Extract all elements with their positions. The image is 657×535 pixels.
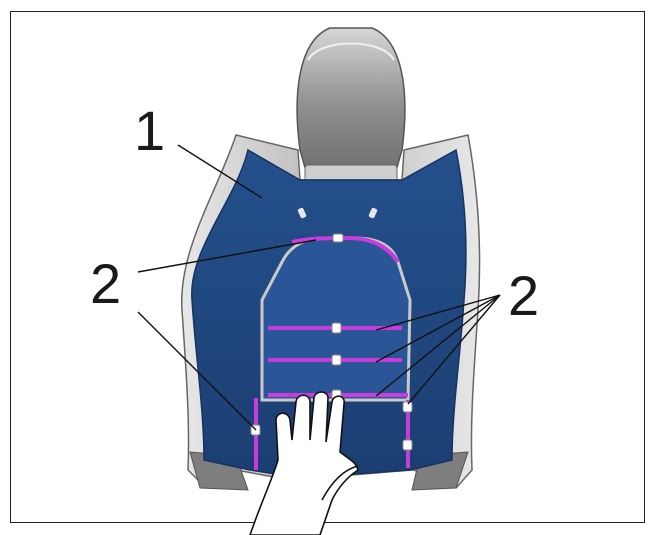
clip [402, 439, 413, 451]
headrest [296, 27, 406, 188]
clip-strip-top [291, 235, 400, 264]
clip [402, 401, 413, 413]
leader-2-right-c [375, 294, 501, 397]
clip [331, 354, 342, 366]
clips [250, 233, 413, 451]
leader-2-right-d [407, 294, 501, 405]
leader-2-right-a [375, 294, 501, 331]
callout-2-left: 2 [90, 252, 121, 315]
leader-2-right-b [375, 294, 501, 363]
leader-lines [137, 144, 501, 431]
clip [332, 233, 344, 243]
hand-icon [249, 391, 359, 535]
leader-1 [177, 144, 263, 199]
leader-2-left-lower [137, 311, 257, 431]
callout-2-right: 2 [508, 264, 539, 327]
leader-2-left-upper [137, 239, 317, 273]
clip [331, 322, 342, 334]
callout-1: 1 [134, 99, 165, 162]
